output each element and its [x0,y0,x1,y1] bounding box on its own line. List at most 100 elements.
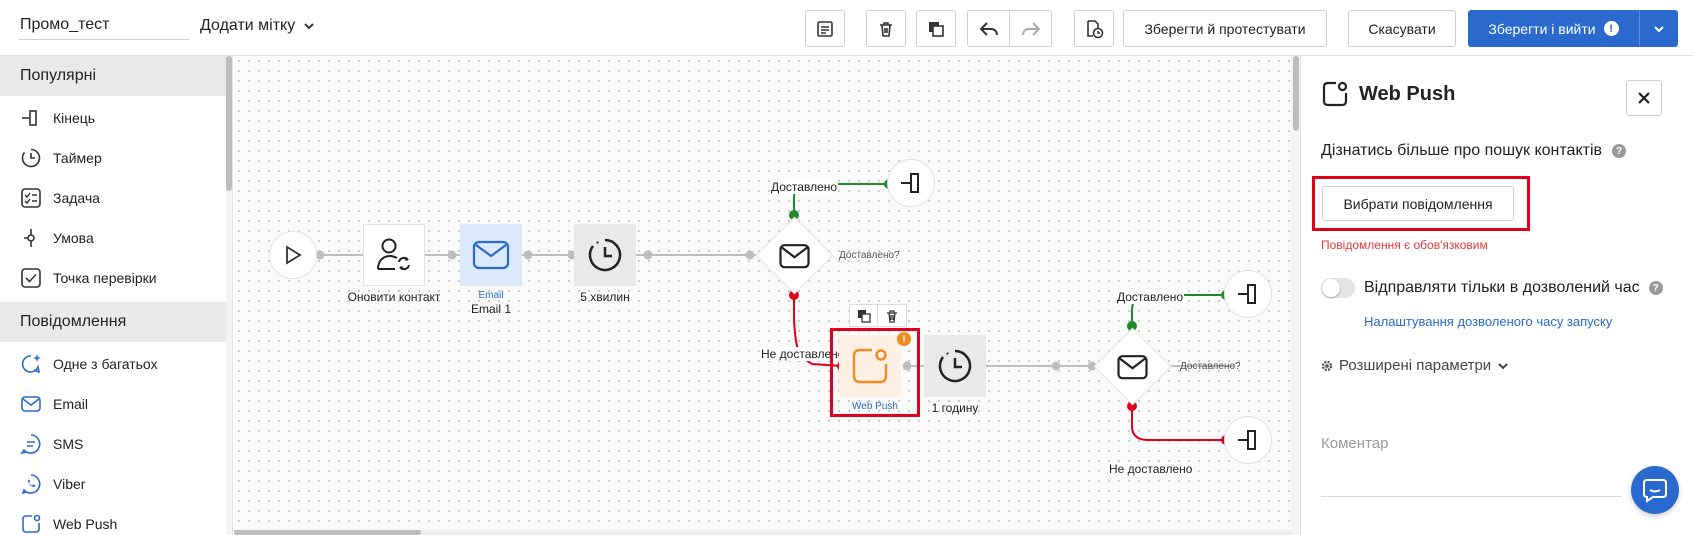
sidebar-item-web-push[interactable]: Web Push [0,504,226,535]
file-clock-icon [1087,19,1104,38]
web-push-type-label: Web Push [852,401,898,412]
start-node[interactable] [269,231,317,279]
undo-button[interactable] [967,10,1010,47]
learn-more-row: Дізнатись більше про пошук контактів ? [1321,142,1626,160]
warning-icon: ! [1603,21,1619,36]
history-button[interactable] [1074,10,1114,47]
sidebar-item-label: Таймер [53,150,102,166]
choose-message-button[interactable]: Вибрати повідомлення [1322,186,1514,221]
sidebar-item-checkpoint[interactable]: Точка перевірки [0,258,226,298]
support-chat-button[interactable] [1631,466,1679,514]
sidebar-scrollbar[interactable] [226,56,232,535]
trash-icon [887,309,897,323]
not-delivered-branch-label: Не доставлено [760,347,846,361]
section-popular[interactable]: Популярні [0,56,226,96]
advanced-settings-toggle[interactable]: Розширені параметри [1321,357,1509,374]
delivered-question-label: Доставлено? [839,250,900,261]
canvas-vertical-scrollbar[interactable] [1291,56,1300,535]
save-and-test-button[interactable]: Зберегти й протестувати [1123,10,1327,47]
email-icon [1117,354,1148,379]
sidebar-item-email[interactable]: Email [0,384,226,424]
email-icon [472,240,510,270]
delete-button[interactable] [866,10,906,47]
sidebar-item-label: SMS [53,436,84,452]
sidebar-item-sms[interactable]: SMS [0,424,226,464]
timer-node-1hour[interactable] [924,335,986,397]
comment-field-label[interactable]: Коментар [1321,435,1389,452]
end-icon [19,106,43,130]
node-actions-toolbar [849,304,879,327]
delivered-condition-node-2[interactable] [1093,327,1172,406]
learn-more-text[interactable]: Дізнатись більше про пошук контактів [1321,142,1602,159]
email-icon [19,392,43,416]
add-tag-dropdown[interactable]: Додати мітку [200,12,315,40]
web-push-icon [1322,81,1348,107]
send-allowed-time-toggle[interactable] [1321,278,1355,298]
sidebar-item-label: Email [53,396,89,412]
save-options-dropdown[interactable] [1640,10,1678,47]
delivered-condition-node[interactable] [755,216,834,295]
blocks-sidebar: Популярні Кінець Таймер Задача Умова Точ… [0,56,233,535]
cancel-button[interactable]: Скасувати [1348,10,1456,47]
help-icon[interactable]: ? [1612,144,1626,158]
timer-node-5min[interactable] [574,224,636,286]
web-push-node[interactable] [839,335,901,397]
sidebar-item-one-of-many[interactable]: Одне з багатьох [0,344,226,384]
copy-button[interactable] [916,10,956,47]
chevron-down-icon [304,23,314,30]
end-icon [901,173,919,193]
sidebar-item-viber[interactable]: Viber [0,464,226,504]
save-and-exit-button[interactable]: Зберегти і вийти ! [1468,10,1640,47]
panel-title: Web Push [1321,80,1455,108]
send-allowed-time-row: Відправляти тільки в дозволений час ? [1321,278,1663,298]
sparkle-chat-icon [19,352,43,376]
chevron-down-icon [1498,362,1508,369]
campaign-name-input[interactable] [18,10,190,40]
copy-icon[interactable] [857,309,871,323]
task-icon [19,186,43,210]
advanced-settings-label: Розширені параметри [1339,357,1492,374]
end-node[interactable] [887,159,935,207]
sms-icon [19,432,43,456]
end-node[interactable] [1224,270,1272,318]
email-icon [779,243,810,268]
notes-button[interactable] [805,10,845,47]
update-contact-node[interactable] [363,224,425,286]
sidebar-item-label: Задача [53,190,100,206]
warning-badge: ! [897,332,911,346]
section-messages[interactable]: Повідомлення [0,302,226,342]
sidebar-item-task[interactable]: Задача [0,178,226,218]
delivered-question-label: Доставлено? [1180,361,1241,372]
delivered-branch-label: Доставлено [1116,290,1185,304]
email-node[interactable] [460,224,522,286]
close-panel-button[interactable] [1626,80,1662,116]
sidebar-item-end[interactable]: Кінець [0,98,226,138]
redo-button[interactable] [1009,10,1052,47]
web-push-highlight [830,328,920,417]
email-type-label: Email [478,290,504,301]
sidebar-item-label: Умова [53,230,94,246]
sidebar-item-label: Точка перевірки [53,270,157,286]
cancel-label: Скасувати [1368,20,1436,37]
undo-icon [979,21,998,36]
sidebar-item-timer[interactable]: Таймер [0,138,226,178]
allowed-time-settings-link[interactable]: Налаштування дозволеного часу запуску [1364,314,1613,329]
close-icon [1638,92,1650,104]
node-delete-button[interactable] [877,304,907,327]
canvas-horizontal-scrollbar[interactable] [234,530,1291,535]
panel-title-text: Web Push [1359,82,1456,105]
send-allowed-time-label: Відправляти тільки в дозволений час [1364,279,1640,296]
delivered-branch-label: Доставлено [770,180,839,194]
condition-icon [19,226,43,250]
help-icon[interactable]: ? [1648,281,1663,295]
copy-icon [929,21,944,37]
end-icon [1238,284,1256,304]
flow-canvas[interactable]: Оновити контакт Email Email 1 5 хвилин Д… [234,56,1291,535]
comment-field[interactable] [1321,496,1621,497]
end-icon [1238,430,1256,450]
clock-icon [19,146,43,170]
web-push-icon [852,348,888,384]
message-required-error: Повідомлення є обов'язковим [1321,238,1488,252]
end-node[interactable] [1224,416,1272,464]
sidebar-item-condition[interactable]: Умова [0,218,226,258]
